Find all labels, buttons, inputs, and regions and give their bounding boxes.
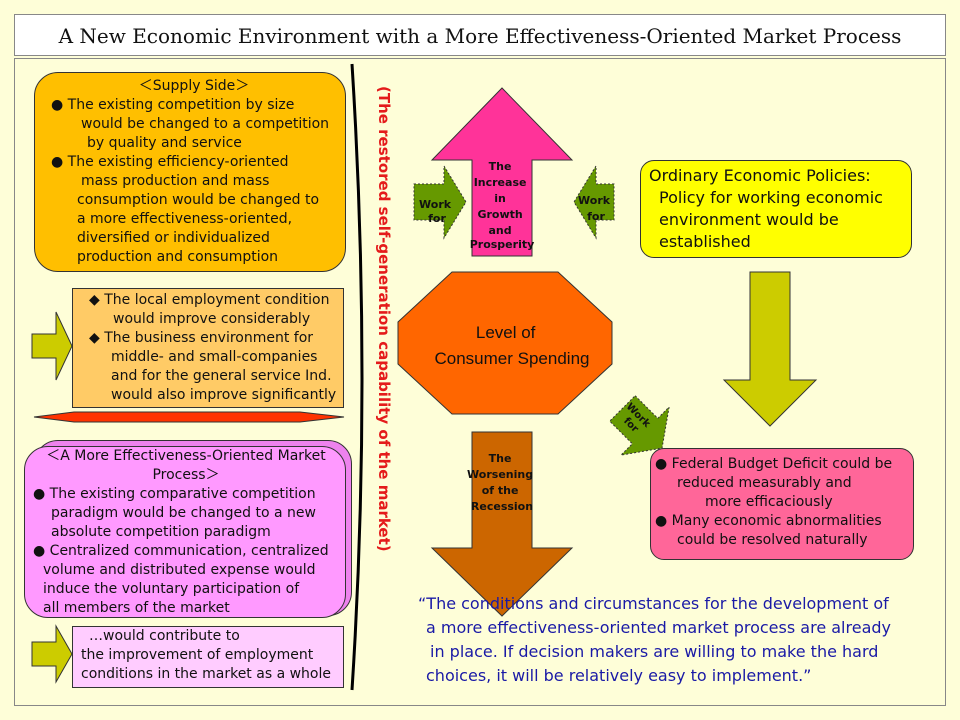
supply-line-1: ● The existing competition by size: [51, 97, 295, 113]
bracket: [350, 63, 364, 691]
up-arrow: [430, 87, 574, 257]
svg-text:Work for: Work for: [419, 198, 455, 225]
center-line-2: Consumer Spending: [435, 349, 590, 368]
up-arrow-line-4: Growth: [477, 208, 522, 221]
contribution-line-3: conditions in the market as a whole: [81, 666, 331, 682]
quote-block: “The conditions and circumstances for th…: [418, 592, 944, 688]
employment-line-1: ◆ The local employment condition: [89, 292, 330, 308]
process-line-7: all members of the market: [43, 600, 230, 616]
quote-line-1: “The conditions and circumstances for th…: [418, 594, 889, 613]
supply-line-3: by quality and service: [87, 135, 242, 151]
svg-text:Work for: Work for: [578, 194, 614, 223]
diagram-frame: [14, 58, 946, 706]
work-for-right-line-1: Work: [578, 194, 611, 207]
process-line-1: ● The existing comparative competition: [33, 486, 316, 502]
budget-line-5: could be resolved naturally: [677, 532, 868, 548]
employment-line-5: and for the general service Ind.: [111, 368, 332, 384]
policy-line-1: Ordinary Economic Policies:: [649, 166, 871, 185]
work-for-arrow-diagonal: [609, 395, 670, 456]
side-arrow-contribution: [31, 624, 73, 684]
up-arrow-line-5: and: [489, 224, 512, 237]
supply-line-5: mass production and mass: [81, 173, 270, 189]
up-arrow-line-6: Prosperity: [470, 238, 535, 251]
supply-side-heading: ＜Supply Side＞: [138, 78, 250, 94]
down-arrow: [430, 431, 574, 617]
divider-arrow: [33, 411, 345, 423]
supply-side-panel: ＜Supply Side＞ ● The existing competition…: [34, 72, 346, 272]
budget-panel: ● Federal Budget Deficit could be reduce…: [650, 448, 914, 560]
policy-line-4: established: [659, 232, 751, 251]
svg-text:The Worsening of the: The Worsening of the Recession: [467, 452, 537, 513]
supply-line-8: diversified or individualized: [77, 230, 270, 246]
center-line-1: Level of: [476, 323, 536, 342]
svg-text:Level of Consumer Spending: Level of Consumer Spending: [435, 323, 590, 368]
process-panel: ＜A More Effectiveness-Oriented Market Pr…: [24, 446, 346, 618]
process-line-2: paradigm would be changed to a new: [51, 505, 316, 521]
svg-text:The Increase in Gr: The Increase in Growth and Prosperity: [470, 160, 535, 251]
employment-line-2: would improve considerably: [113, 311, 311, 327]
contribution-line-2: the improvement of employment: [81, 647, 314, 663]
down-arrow-line-3: of the: [482, 484, 519, 497]
supply-line-9: production and consumption: [77, 249, 279, 265]
budget-line-4: ● Many economic abnormalities: [655, 513, 882, 529]
quote-line-4: choices, it will be relatively easy to i…: [426, 666, 812, 685]
process-line-3: absolute competition paradigm: [51, 524, 271, 540]
supply-line-2: would be changed to a competition: [81, 116, 330, 132]
employment-line-4: middle- and small-companies: [111, 349, 318, 365]
work-for-arrow-right: [573, 164, 615, 240]
supply-line-4: ● The existing efficiency-oriented: [51, 154, 289, 170]
budget-line-1: ● Federal Budget Deficit could be: [655, 456, 893, 472]
process-line-6: induce the voluntary participation of: [43, 581, 300, 597]
process-heading-2: Process＞: [152, 467, 220, 483]
budget-line-3: more efficaciously: [705, 494, 833, 510]
work-for-left-line-1: Work: [419, 198, 452, 211]
policy-line-3: environment would be: [659, 210, 839, 229]
down-arrow-line-4: Recession: [471, 500, 533, 513]
policy-line-2: Policy for working economic: [659, 188, 883, 207]
supply-line-6: consumption would be changed to: [77, 192, 320, 208]
budget-line-2: reduced measurably and: [677, 475, 852, 491]
employment-panel: ◆ The local employment condition would i…: [72, 288, 344, 408]
process-line-5: volume and distributed expense would: [43, 562, 316, 578]
policy-panel: Ordinary Economic Policies: Policy for w…: [640, 160, 912, 258]
process-heading-1: ＜A More Effectiveness-Oriented Market: [46, 448, 326, 464]
contribution-panel: …would contribute to the improvement of …: [72, 626, 344, 688]
up-arrow-line-1: The: [489, 160, 512, 173]
down-arrow-line-2: Worsening: [467, 468, 533, 481]
employment-line-3: ◆ The business environment for: [89, 330, 314, 346]
supply-line-7: a more effectiveness-oriented,: [77, 211, 293, 227]
work-for-arrow-left: [413, 164, 467, 240]
vertical-label-text: (The restored self-generation capability…: [375, 86, 393, 552]
center-octagon: [397, 271, 613, 415]
vertical-label: (The restored self-generation capability…: [372, 86, 396, 646]
up-arrow-line-2: Increase: [474, 176, 527, 189]
quote-line-3: in place. If decision makers are willing…: [430, 642, 879, 661]
up-arrow-line-3: in: [494, 192, 506, 205]
employment-line-6: would also improve significantly: [111, 387, 337, 403]
down-arrow-line-1: The: [489, 452, 512, 465]
policy-down-arrow: [722, 271, 818, 427]
quote-line-2: a more effectiveness-oriented market pro…: [426, 618, 891, 637]
page-title: A New Economic Environment with a More E…: [14, 14, 946, 56]
process-line-4: ● Centralized communication, centralized: [33, 543, 329, 559]
work-for-right-line-2: for: [587, 210, 605, 223]
contribution-line-1: …would contribute to: [89, 628, 240, 644]
work-for-left-line-2: for: [428, 212, 446, 225]
side-arrow-employment: [31, 311, 73, 381]
